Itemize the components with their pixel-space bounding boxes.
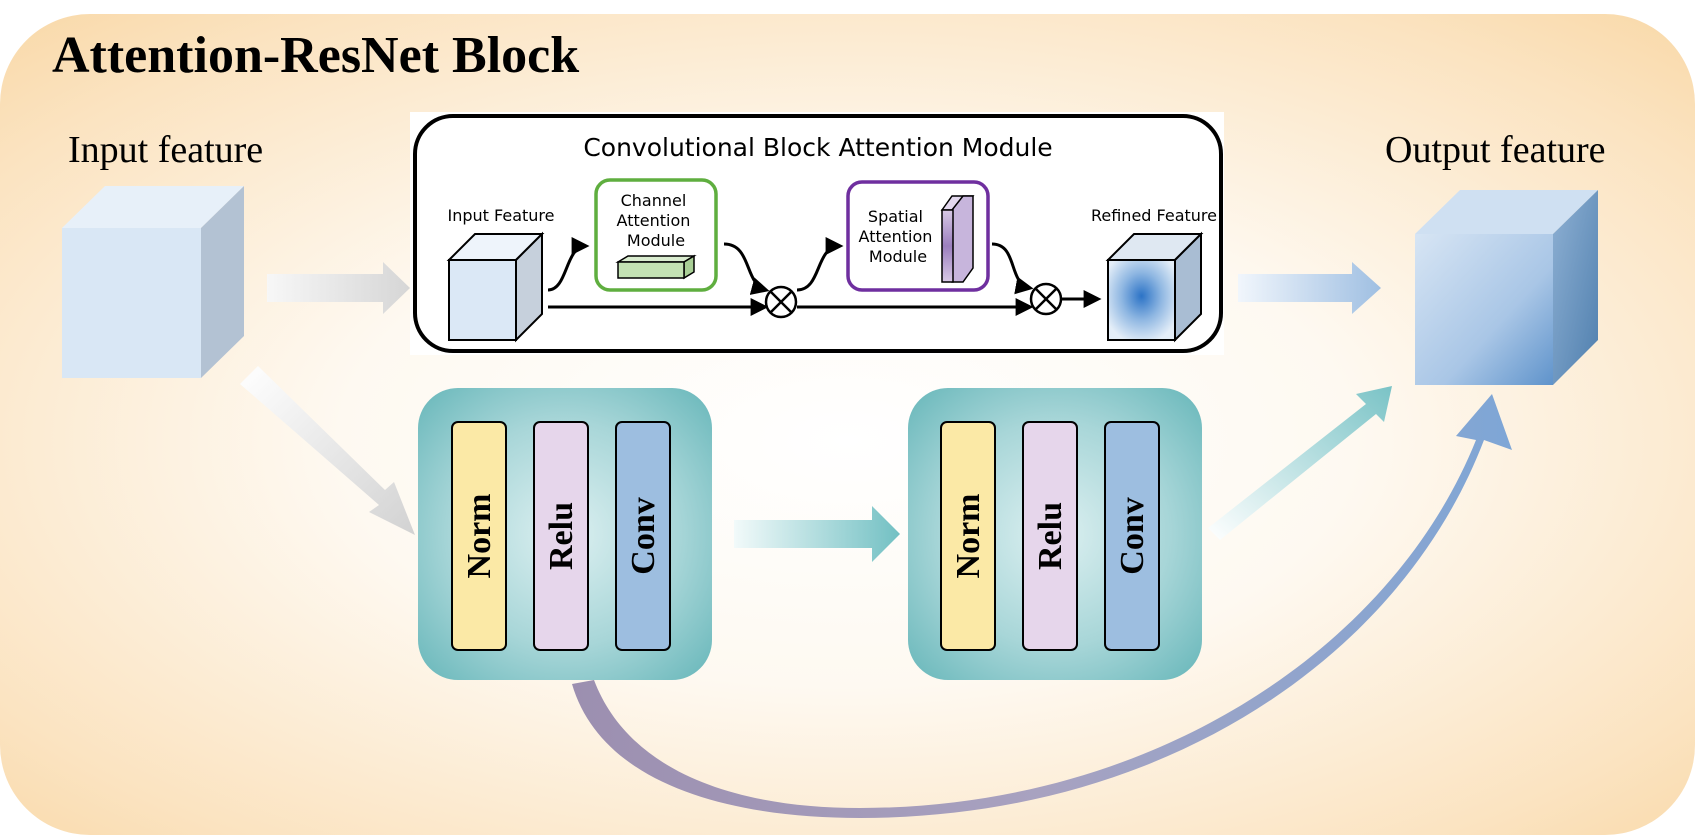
res-block-2-conv-layer: [1104, 421, 1160, 651]
res-block-2-relu-layer: [1022, 421, 1078, 651]
arrow-multiply-to-spatial: [796, 237, 844, 292]
arrow-cbam-to-output: [1238, 262, 1381, 314]
res-block-1-relu-layer: [533, 421, 589, 651]
arrow-channel-to-multiply: [723, 242, 770, 295]
res-block-1-norm-layer: [451, 421, 507, 651]
res-block-2-norm-label: Norm: [950, 494, 987, 579]
arrow-resblock1-to-resblock2: [734, 506, 900, 562]
refined-feature-label: Refined Feature: [1091, 206, 1217, 225]
output-feature-cube: [1415, 190, 1598, 385]
res-block-2-norm-layer: [940, 421, 996, 651]
spatial-attention-slab: [940, 195, 975, 283]
cbam-input-cube: [446, 231, 545, 343]
res-block-2-relu-label: Relu: [1032, 502, 1069, 570]
multiply-node-2: [1029, 282, 1063, 316]
res-block-1-conv-layer: [615, 421, 671, 651]
arrow-spatial-to-multiply: [991, 242, 1034, 295]
res-block-2-conv-label: Conv: [1114, 497, 1151, 574]
arrow-input-to-resblock: [240, 366, 415, 535]
res-block-1: Norm Relu Conv: [418, 388, 712, 680]
res-block-1-conv-label: Conv: [625, 497, 662, 574]
spatial-attention-label: Spatial Attention Module: [859, 207, 938, 266]
channel-attention-bar: [615, 254, 697, 280]
arrow-cube-to-channel: [547, 237, 590, 292]
arrow-resblock2-to-output: [1208, 386, 1392, 540]
arrow-input-to-cbam: [267, 262, 410, 314]
input-feature-label: Input feature: [68, 129, 263, 171]
cbam-input-feature-label: Input Feature: [448, 206, 555, 225]
output-feature-label: Output feature: [1385, 129, 1606, 171]
diagram-title: Attention-ResNet Block: [52, 27, 579, 84]
multiply-node-1: [764, 285, 798, 319]
res-block-1-norm-label: Norm: [461, 494, 498, 579]
channel-attention-label: Channel Attention Module: [617, 191, 696, 250]
refined-feature-cube: [1105, 231, 1204, 343]
skip-connection-curve: [572, 394, 1512, 818]
cbam-title: Convolutional Block Attention Module: [583, 133, 1052, 162]
res-block-2: Norm Relu Conv: [908, 388, 1202, 680]
input-feature-cube: [62, 186, 244, 378]
cbam-module: Convolutional Block Attention Module Inp…: [410, 112, 1224, 355]
res-block-1-relu-label: Relu: [543, 502, 580, 570]
